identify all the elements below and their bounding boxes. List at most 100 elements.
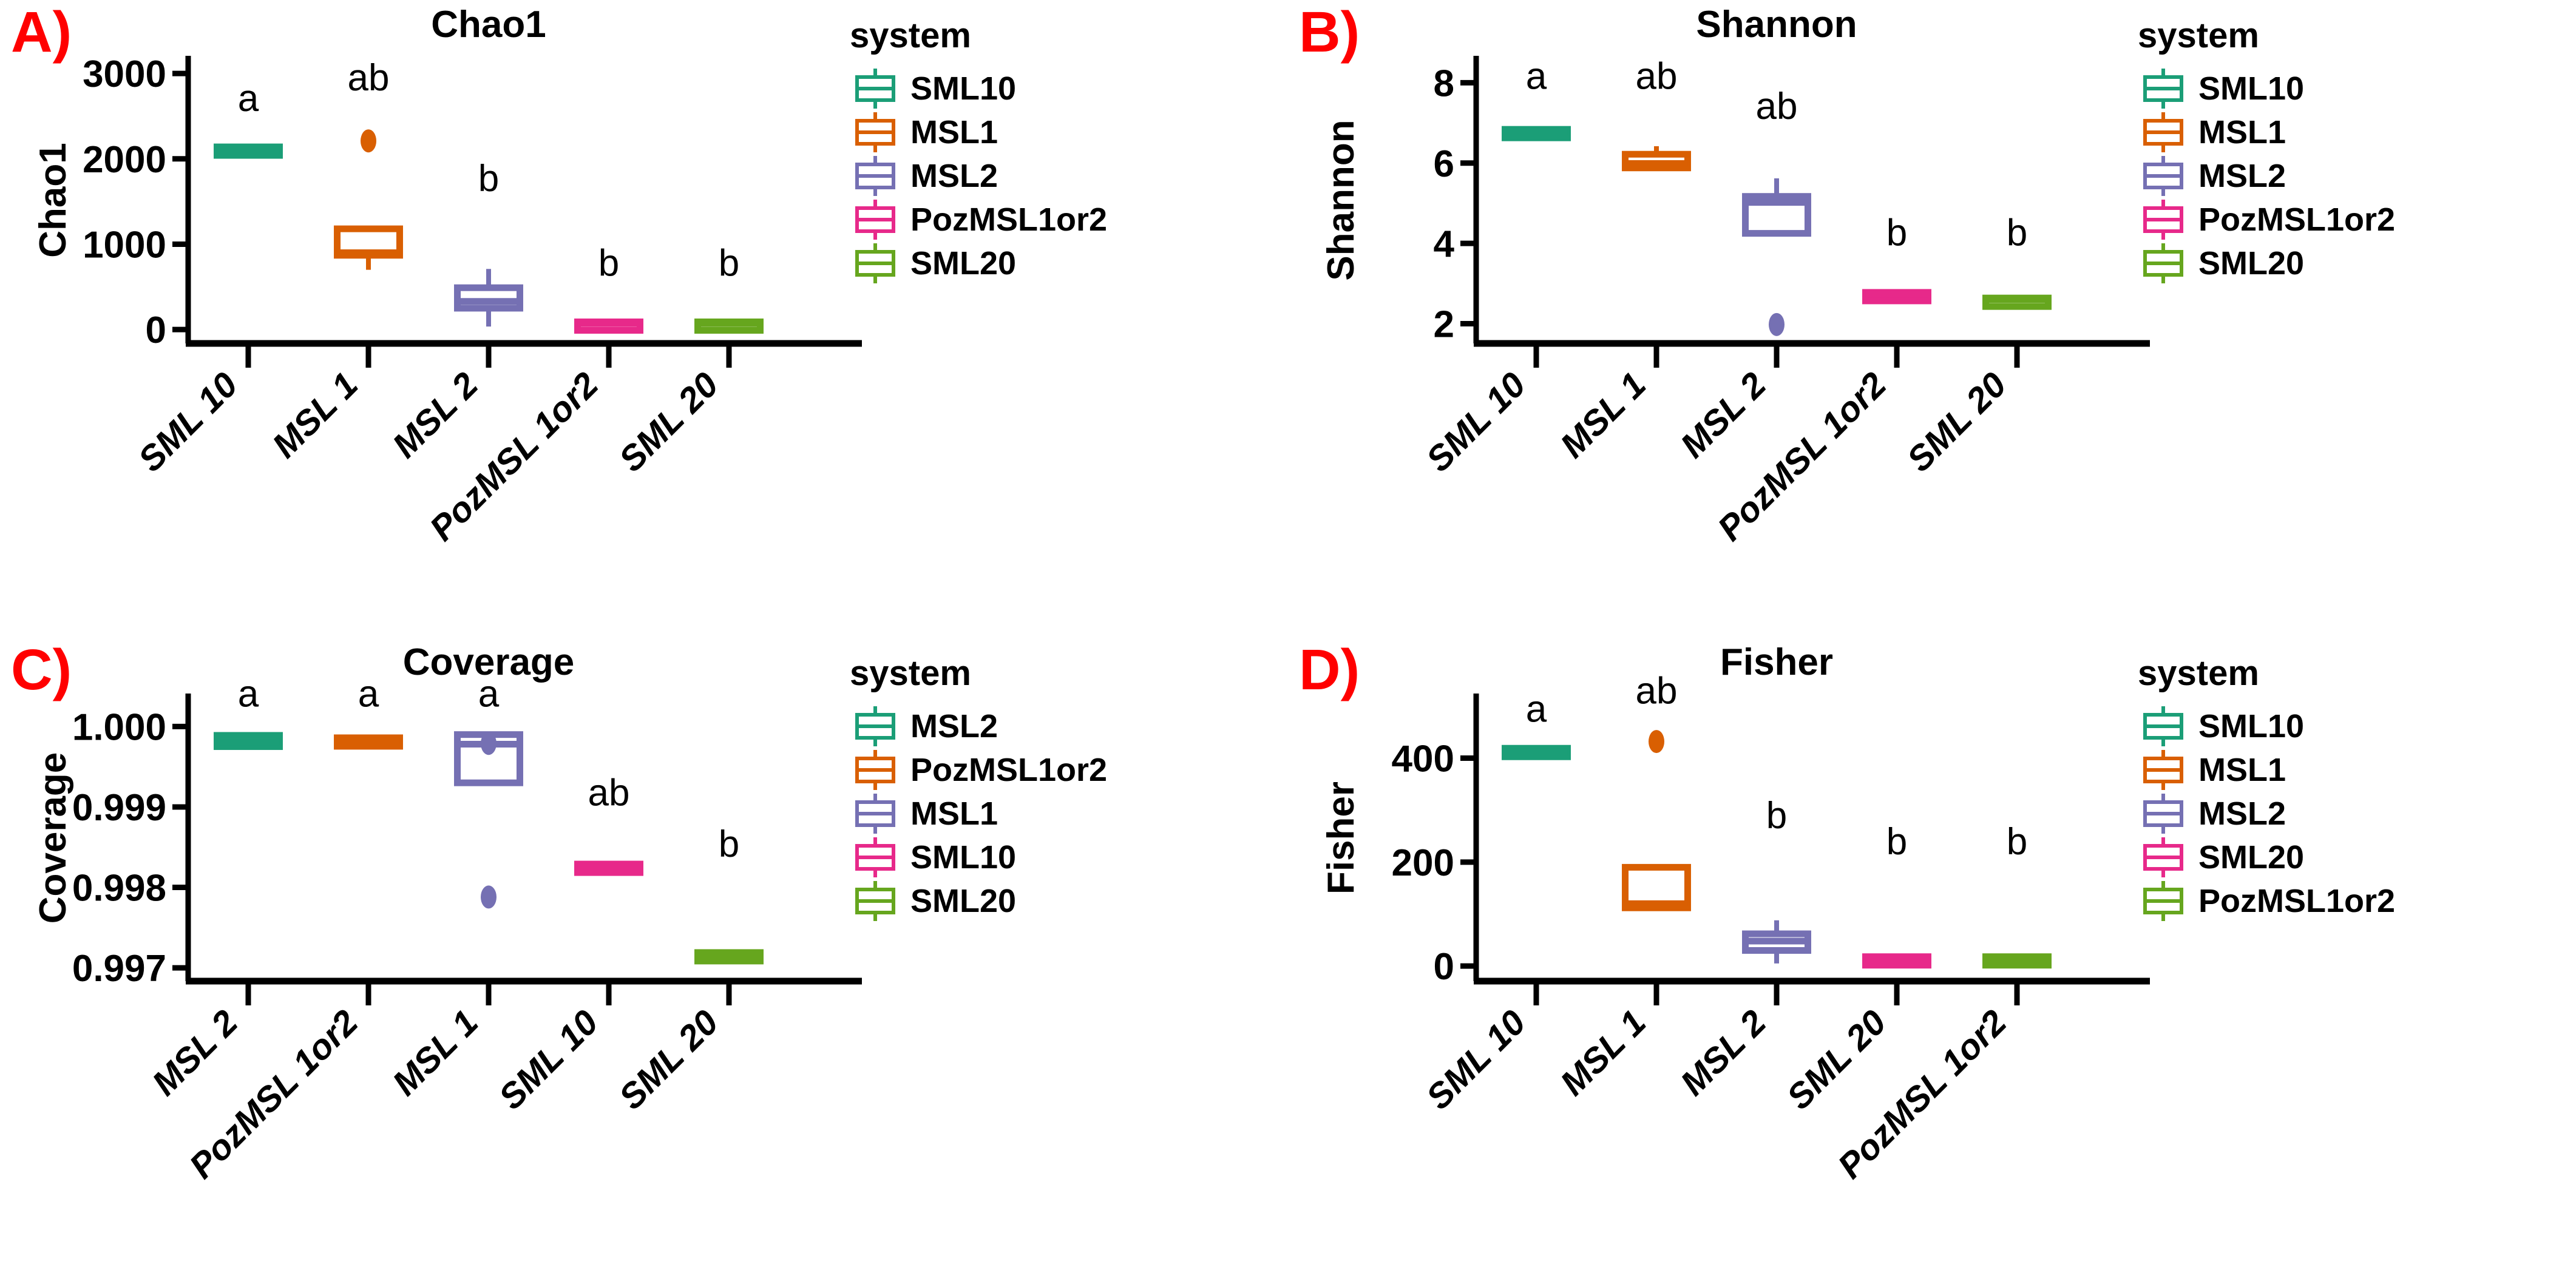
- boxplot-msl-1: [1622, 730, 1691, 911]
- legend-item[interactable]: PozMSL1or2: [2138, 879, 2395, 923]
- outlier-point: [1649, 730, 1664, 754]
- legend-key: [2138, 111, 2189, 154]
- legend-title: system: [850, 653, 971, 693]
- panel-letter: A): [11, 0, 72, 64]
- legend-key: [850, 67, 901, 110]
- legend-item-label: PozMSL1or2: [910, 201, 1108, 238]
- x-tick-label: SML 10: [491, 1002, 606, 1117]
- boxplot-pozmsl-1or2: [1862, 289, 1931, 305]
- panel-letter: C): [11, 638, 72, 702]
- outlier-point: [1769, 312, 1785, 336]
- x-tick-label: MSL 1: [385, 1002, 486, 1103]
- legend-box-glyph: [2143, 706, 2183, 746]
- legend-box-glyph: [855, 794, 895, 834]
- significance-letter: ab: [1756, 86, 1798, 127]
- legend-box-glyph: [2143, 837, 2183, 877]
- legend-item[interactable]: MSL2: [2138, 154, 2395, 198]
- legend-item-label: SML10: [910, 70, 1017, 107]
- y-tick-label: 2000: [83, 139, 166, 181]
- y-tick-label: 0.997: [72, 948, 166, 990]
- x-tick-label: SML 10: [1418, 365, 1533, 479]
- boxplot-sml-10: [1502, 744, 1571, 760]
- legend-item[interactable]: SML20: [2138, 241, 2395, 285]
- significance-letter: b: [2007, 821, 2027, 863]
- significance-letter: a: [238, 78, 259, 120]
- boxplot-sml-20: [1862, 953, 1931, 969]
- legend-box-glyph: [2143, 750, 2183, 790]
- legend-key: [850, 155, 901, 197]
- x-tick-label: MSL 1: [1553, 365, 1653, 465]
- legend-item[interactable]: MSL2: [850, 704, 1107, 748]
- legend-item[interactable]: MSL1: [850, 792, 1107, 835]
- legend-item[interactable]: PozMSL1or2: [2138, 198, 2395, 241]
- y-tick-label: 200: [1392, 842, 1454, 884]
- y-axis-title: Fisher: [1320, 781, 1362, 894]
- significance-letter: b: [1886, 821, 1907, 863]
- legend-item-label: PozMSL1or2: [2198, 883, 2396, 919]
- significance-letter: a: [478, 673, 500, 715]
- boxplot-pozmsl-1or2: [334, 734, 403, 750]
- significance-letter: b: [1886, 212, 1907, 254]
- significance-letter: b: [1766, 795, 1787, 837]
- y-tick-label: 8: [1434, 62, 1454, 104]
- y-tick-label: 1000: [83, 224, 166, 266]
- legend-key: [2138, 880, 2189, 922]
- legend-item-label: SML20: [910, 883, 1017, 919]
- legend-key: [2138, 705, 2189, 748]
- legend-item[interactable]: MSL2: [2138, 792, 2395, 835]
- legend-item[interactable]: MSL1: [2138, 110, 2395, 154]
- significance-letter: a: [238, 673, 259, 715]
- y-tick-label: 0.999: [72, 787, 166, 829]
- legend-title: system: [2138, 16, 2259, 55]
- legend-item[interactable]: SML10: [2138, 67, 2395, 110]
- significance-letter: b: [478, 158, 499, 200]
- x-tick-label: MSL 1: [1553, 1002, 1653, 1103]
- legend-key: [2138, 155, 2189, 197]
- box: [1622, 863, 1691, 911]
- legend-item-label: MSL2: [910, 708, 998, 744]
- legend-item[interactable]: SML20: [850, 241, 1107, 285]
- boxplot-msl-2: [1742, 920, 1811, 964]
- legend-item-label: SML10: [2198, 70, 2305, 107]
- legend-item-label: MSL1: [2198, 752, 2286, 788]
- legend-item[interactable]: PozMSL1or2: [850, 748, 1107, 792]
- boxplot-sml-10: [574, 860, 643, 876]
- legend-item[interactable]: MSL1: [850, 110, 1107, 154]
- y-tick-label: 4: [1434, 223, 1455, 265]
- legend-box-glyph: [2143, 881, 2183, 921]
- legend-item[interactable]: PozMSL1or2: [850, 198, 1107, 241]
- legend-key: [2138, 749, 2189, 791]
- legend-item-label: MSL2: [2198, 158, 2286, 194]
- significance-letter: a: [1526, 55, 1547, 97]
- legend-item[interactable]: MSL2: [850, 154, 1107, 198]
- legend-item[interactable]: MSL1: [2138, 748, 2395, 792]
- legend-key: [2138, 836, 2189, 879]
- y-tick-label: 1.000: [72, 706, 166, 748]
- legend-box-glyph: [2143, 69, 2183, 109]
- legend-box-glyph: [2143, 794, 2183, 834]
- legend-item[interactable]: SML20: [850, 879, 1107, 923]
- legend-item[interactable]: SML10: [2138, 704, 2395, 748]
- box: [454, 284, 523, 312]
- legend-box-glyph: [855, 750, 895, 790]
- significance-letter: b: [598, 242, 619, 284]
- legend-item[interactable]: SML10: [850, 835, 1107, 879]
- legend-box-glyph: [855, 881, 895, 921]
- boxplot-sml-20: [1982, 294, 2052, 310]
- boxplot-msl-1: [334, 129, 403, 270]
- legend-item[interactable]: SML20: [2138, 835, 2395, 879]
- boxplot-msl-2: [454, 269, 523, 327]
- y-tick-label: 3000: [83, 53, 166, 95]
- legend-box-glyph: [855, 156, 895, 196]
- outlier-point: [361, 129, 376, 153]
- legend-item-label: SML10: [2198, 708, 2305, 744]
- panel-title: Coverage: [402, 641, 575, 683]
- legend-item[interactable]: SML10: [850, 67, 1107, 110]
